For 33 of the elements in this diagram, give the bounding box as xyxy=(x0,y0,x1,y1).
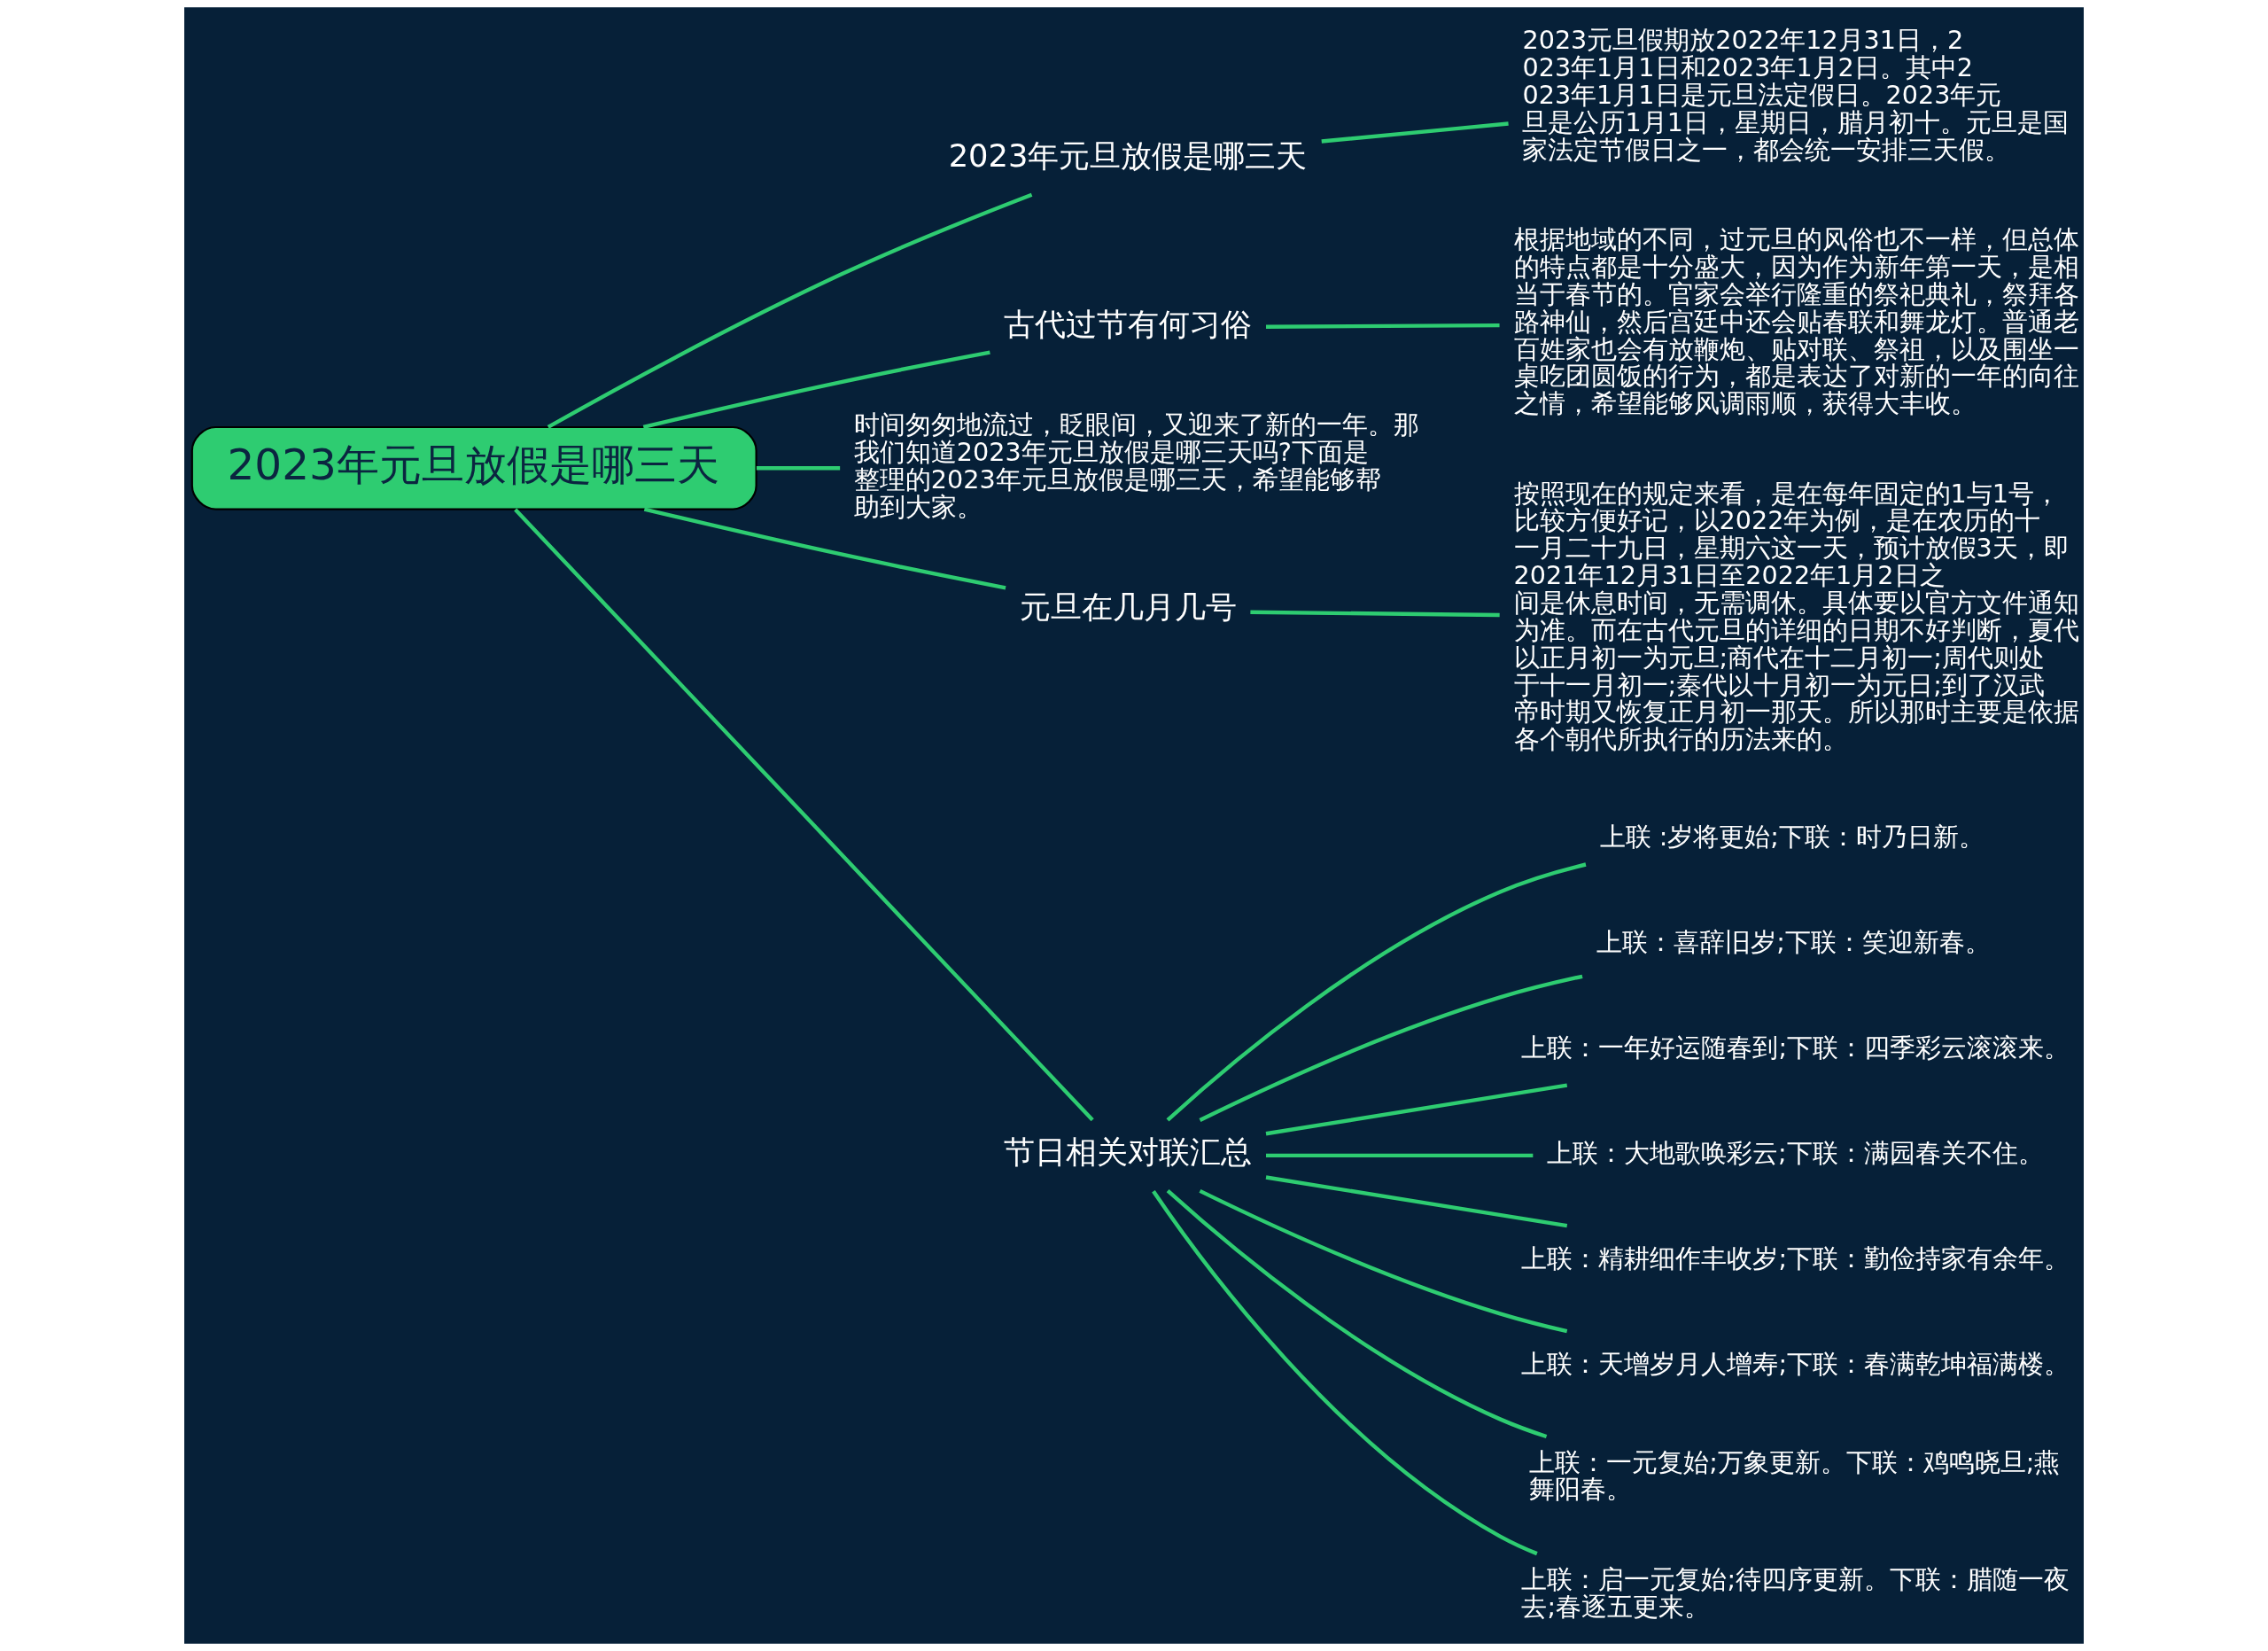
node-text: 上联：一年好运随春到;下联：四季彩云滚滚来。 xyxy=(1521,1032,2070,1063)
node-text: 古代过节有何习俗 xyxy=(1004,305,1253,342)
node-text: 上联 :岁将更始;下联：时乃日新。 xyxy=(1599,822,1984,853)
connector xyxy=(1266,323,1500,329)
node-text: 上联：精耕细作丰收岁;下联：勤俭持家有余年。 xyxy=(1521,1243,2070,1274)
connector xyxy=(1265,1175,1568,1228)
node-box: 2023年元旦放假是哪三天 xyxy=(190,425,757,510)
connector xyxy=(1266,1153,1534,1158)
connector xyxy=(1199,1188,1568,1334)
connector xyxy=(643,507,1006,590)
node-text: 2023年元旦放假是哪三天 xyxy=(948,137,1308,175)
node-text: 上联：大地歌唤彩云;下联：满园春关不住。 xyxy=(1547,1138,2044,1169)
node-text: 元旦在几月几号 xyxy=(1020,588,1238,626)
connector xyxy=(756,466,841,471)
node-text: 上联：一元复始;万象更新。下联：鸡鸣晓旦;燕舞阳春。 xyxy=(1529,1446,2061,1505)
node-text: 上联：喜辞旧岁;下联：笑迎新春。 xyxy=(1596,927,1991,958)
node-text: 节日相关对联汇总 xyxy=(1004,1133,1253,1171)
connector xyxy=(1199,974,1583,1122)
node-text: 上联：启一元复始;待四序更新。下联：腊随一夜去;春逐五更来。 xyxy=(1521,1563,2070,1622)
node-text: 按照现在的规定来看，是在每年固定的1与1号，比较方便好记，以2022年为例，是在农历的十一月二十九日，星期六这一天，预计放假3天，即2021年12月31日至2022年1月2日之间是休息时间，无需调休。具体要以官方文件通知为准。而在古代元旦的详细的日期不好判断，夏代以正月初一为元旦;商代在十二月初一;周代则处于十一月初一;秦代以十月初一为元日;到了汉武帝时期又恢复正月初一那天。所以那时主要是依据各个朝代所执行的历法来的。 xyxy=(1513,478,2079,755)
connector xyxy=(1321,121,1509,144)
connector xyxy=(642,350,990,430)
node-text: 2023元旦假期放2022年12月31日，2023年1月1日和2023年1月2日。其中2023年1月1日是元旦法定假日。2023年元旦是公历1月1日，星期日，腊月初十。元旦是国家法定节假日之一，都会统一安排三天假。 xyxy=(1522,25,2069,165)
connector xyxy=(1166,862,1587,1122)
connector xyxy=(1152,1189,1538,1556)
connector xyxy=(1265,1083,1568,1136)
node-text: 根据地域的不同，过元旦的风俗也不一样，但总体的特点都是十分盛大，因为作为新年第一天，是相当于春节的。官家会举行隆重的祭祀典礼，祭拜各路神仙，然后宫廷中还会贴春联和舞龙灯。普通老百姓家也会有放鞭炮、贴对联、祭祖，以及围坐一桌吃团圆饭的行为，都是表达了对新的一年的向往之情，希望能够风调雨顺，获得大丰收。 xyxy=(1513,224,2079,419)
connector xyxy=(547,192,1033,429)
connector xyxy=(1250,610,1500,618)
connector xyxy=(514,508,1094,1122)
node-text: 上联：天增岁月人增寿;下联：春满乾坤福满楼。 xyxy=(1521,1349,2070,1380)
node-text: 时间匆匆地流过，眨眼间，又迎来了新的一年。那我们知道2023年元旦放假是哪三天吗?下面是整理的2023年元旦放假是哪三天，希望能够帮助到大家。 xyxy=(853,409,1419,523)
connector xyxy=(1166,1189,1548,1439)
